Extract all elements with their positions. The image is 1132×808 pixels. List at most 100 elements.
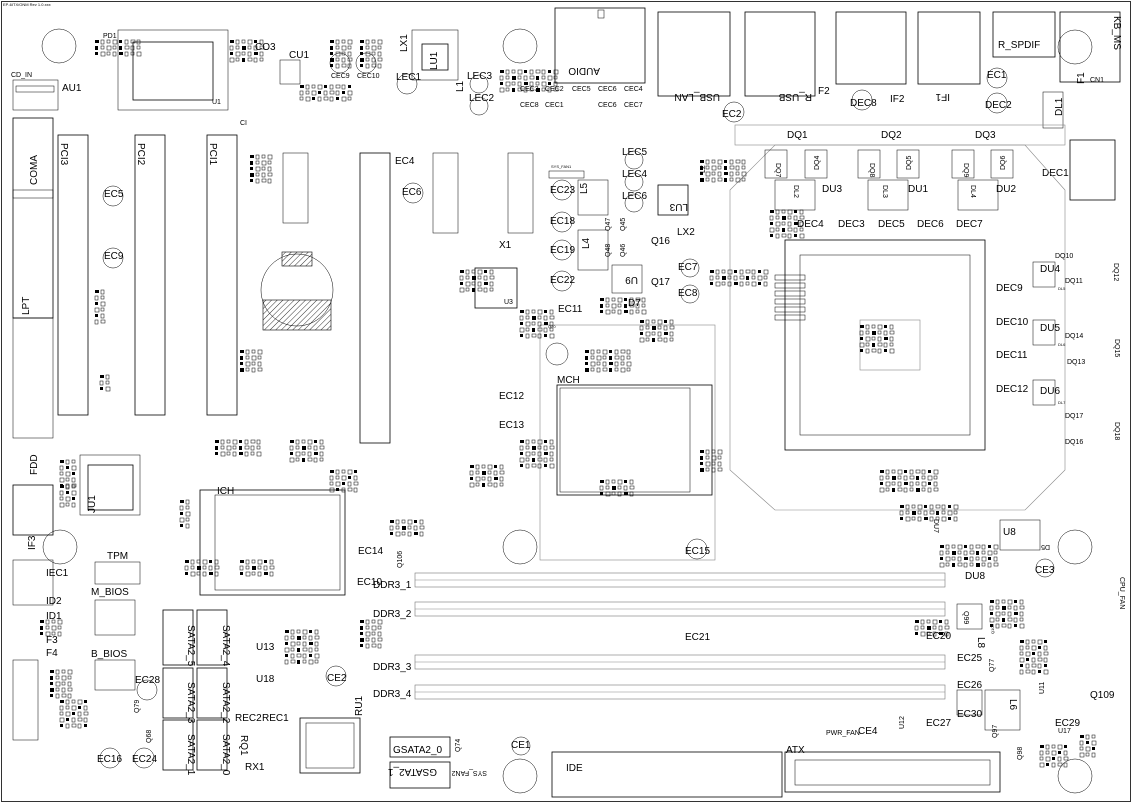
du7-label: DU7 (932, 519, 939, 533)
smd-pad (605, 479, 610, 485)
smd-pad (253, 57, 258, 63)
smd-pad (763, 275, 768, 280)
smd-pad (617, 303, 622, 308)
smd-pad (1014, 612, 1018, 615)
smd-pad (371, 45, 377, 51)
smd-pad (652, 338, 655, 342)
smd-pad (300, 85, 304, 88)
dq11-label: DQ11 (1065, 278, 1083, 285)
smd-pad (624, 492, 628, 495)
smd-pad (700, 166, 703, 170)
smd-pad (257, 367, 263, 372)
smd-pad (617, 309, 622, 315)
smd-pad (465, 269, 470, 275)
smd-pad (553, 75, 558, 80)
smd-pad (639, 325, 644, 331)
smd-pad (711, 165, 717, 171)
smd-pad (60, 460, 64, 463)
smd-pad (700, 462, 703, 465)
smd-pad (353, 475, 358, 481)
smd-pad (933, 469, 939, 475)
smd-pad (921, 487, 926, 492)
smd-pad (94, 307, 100, 313)
smd-pad (313, 457, 318, 463)
smd-pad (734, 282, 738, 285)
smd-pad (599, 485, 604, 491)
smd-pad (257, 571, 262, 577)
smd-pad (285, 630, 289, 633)
smd-pad (65, 477, 70, 482)
smd-pad (963, 562, 968, 568)
ec5-label: EC5 (104, 189, 124, 200)
smd-pad (758, 270, 761, 273)
smd-pad (1051, 744, 1056, 749)
smd-pad (872, 343, 875, 347)
smd-pad (335, 84, 341, 89)
smd-pad (360, 638, 364, 642)
u1-audio-label: U1 (212, 99, 221, 106)
smd-pad (377, 57, 383, 62)
dl1-label: DL1 (1054, 97, 1065, 116)
smd-pad (341, 45, 347, 51)
smd-pad (1043, 657, 1048, 663)
smd-pad (100, 307, 105, 312)
smd-pad (295, 457, 300, 462)
smd-pad (944, 631, 949, 637)
dq18-label: DQ18 (1113, 422, 1120, 440)
smd-pad (335, 63, 340, 69)
smd-pad (251, 361, 256, 366)
smd-pad (787, 227, 793, 232)
sata2-4-label: SATA2_4 (220, 625, 231, 667)
ec6-label: EC6 (402, 187, 422, 198)
lu3-label: LU3 (669, 201, 688, 212)
smd-pad (235, 51, 241, 57)
smd-pad (657, 325, 662, 330)
smd-pad (724, 166, 727, 170)
smd-pad (1032, 652, 1035, 655)
smd-pad (254, 40, 257, 43)
smd-pad (413, 525, 418, 531)
smd-pad (296, 641, 301, 646)
cec4-label: CEC4 (624, 86, 643, 93)
smd-pad (951, 544, 956, 549)
dq8-label: DQ8 (868, 163, 875, 178)
ec2-label: EC2 (722, 109, 742, 120)
smd-pad (255, 178, 260, 184)
smd-pad (465, 287, 470, 292)
smd-pad (711, 455, 717, 461)
smd-pad (915, 632, 918, 635)
smd-pad (40, 632, 43, 635)
smd-pad (651, 319, 656, 324)
smd-pad (729, 159, 734, 165)
smd-pad (1086, 741, 1089, 744)
smd-pad (371, 631, 376, 636)
smd-pad (295, 439, 300, 445)
smd-pad (987, 550, 993, 556)
smd-pad (988, 557, 991, 560)
smd-pad (524, 70, 527, 73)
smd-pad (335, 481, 341, 487)
smd-pad (55, 669, 60, 675)
smd-pad (302, 641, 307, 647)
smd-pad (553, 87, 559, 92)
smd-pad (505, 87, 510, 92)
sata2-3-label: SATA2_3 (185, 682, 196, 724)
smd-pad (235, 45, 240, 50)
smd-pad (230, 40, 234, 43)
smd-pad (897, 481, 902, 487)
smd-pad (927, 626, 931, 630)
smd-pad (309, 642, 313, 645)
smd-pad (347, 39, 353, 45)
smd-pad (335, 469, 340, 475)
smd-pad (59, 717, 65, 723)
smd-pad (240, 560, 244, 563)
smd-pad (240, 356, 243, 360)
smd-pad (884, 337, 888, 340)
smd-pad (347, 481, 352, 487)
smd-pad (859, 342, 865, 348)
smd-pad (535, 69, 541, 74)
smd-pad (469, 482, 475, 488)
smd-pad (1025, 669, 1031, 674)
smd-pad (935, 504, 941, 509)
cec2-label: CEC2 (545, 86, 564, 93)
